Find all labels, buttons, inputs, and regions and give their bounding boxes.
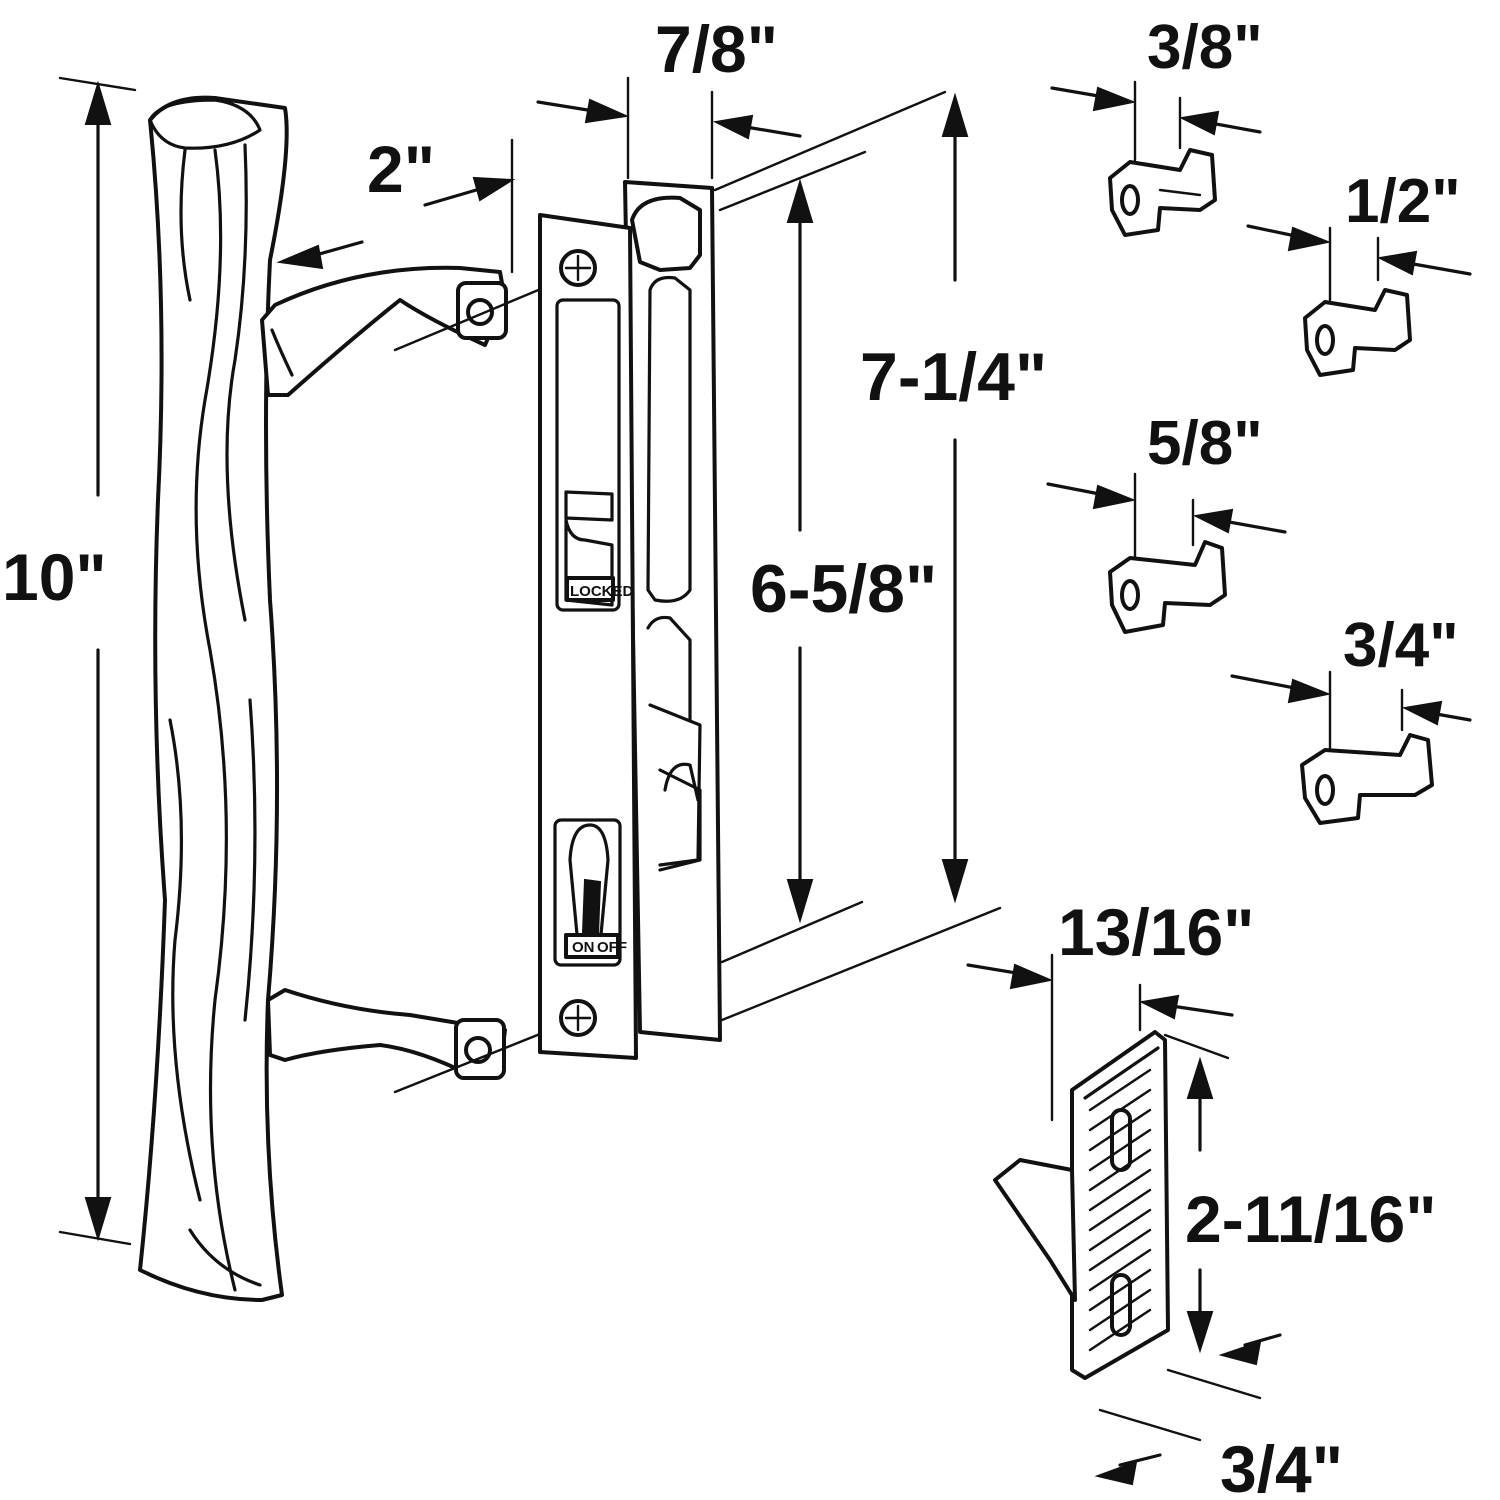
upper-handle-arm xyxy=(260,265,557,397)
dim-hook-4: 3/4" xyxy=(1343,611,1459,680)
dim-handle-offset: 2" xyxy=(367,132,435,206)
plate-width-dimension xyxy=(536,76,802,180)
outer-height-dimension xyxy=(713,90,1002,1022)
dim-keeper-depth: 3/4" xyxy=(1220,1432,1343,1500)
hook-3-8 xyxy=(1050,80,1262,237)
handle-offset-dimension xyxy=(276,138,516,274)
dim-hook-2: 1/2" xyxy=(1345,167,1461,236)
hook-1-2 xyxy=(1246,224,1472,377)
dim-handle-length: 10" xyxy=(2,540,107,614)
dim-keeper-width: 13/16" xyxy=(1058,895,1254,969)
dim-outer-height: 7-1/4" xyxy=(860,339,1047,415)
hook-5-8 xyxy=(1046,472,1287,634)
on-label: ON xyxy=(572,939,595,956)
dim-inner-height: 6-5/8" xyxy=(750,551,937,627)
off-label: OFF xyxy=(597,939,627,956)
dim-keeper-height: 2-11/16" xyxy=(1185,1182,1437,1256)
dim-hook-1: 3/8" xyxy=(1147,13,1263,82)
dim-hook-3: 5/8" xyxy=(1147,409,1263,478)
mortise-lock-body xyxy=(538,180,722,1060)
dim-plate-width: 7/8" xyxy=(655,12,778,86)
hook-3-4 xyxy=(1230,670,1472,825)
lower-handle-arm xyxy=(266,988,557,1094)
inner-height-dimension xyxy=(718,150,867,964)
pull-handle xyxy=(58,76,289,1302)
keeper xyxy=(966,953,1282,1486)
locked-label: LOCKED xyxy=(570,583,634,600)
